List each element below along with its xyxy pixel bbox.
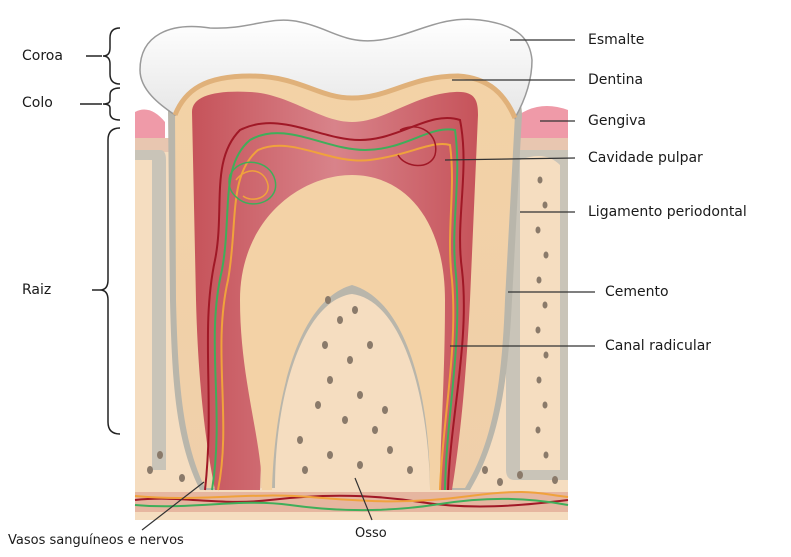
label-gum: Gengiva [588, 113, 646, 129]
label-crown: Coroa [22, 48, 63, 64]
label-vessels-nerves: Vasos sanguíneos e nervos [8, 533, 184, 549]
bracket-crown [103, 28, 120, 84]
bone-right-column [520, 156, 560, 470]
bracket-neck [103, 88, 120, 120]
label-cementum: Cemento [605, 284, 669, 300]
label-bone: Osso [355, 526, 387, 542]
label-periodontal-ligament: Ligamento periodontal [588, 204, 747, 220]
label-root: Raiz [22, 282, 51, 298]
label-neck: Colo [22, 95, 53, 111]
left-brackets [80, 28, 120, 434]
label-dentin: Dentina [588, 72, 643, 88]
bracket-root [100, 128, 120, 434]
label-enamel: Esmalte [588, 32, 644, 48]
bone-left-column [135, 160, 152, 470]
label-root-canal: Canal radicular [605, 338, 711, 354]
label-pulp-cavity: Cavidade pulpar [588, 150, 703, 166]
